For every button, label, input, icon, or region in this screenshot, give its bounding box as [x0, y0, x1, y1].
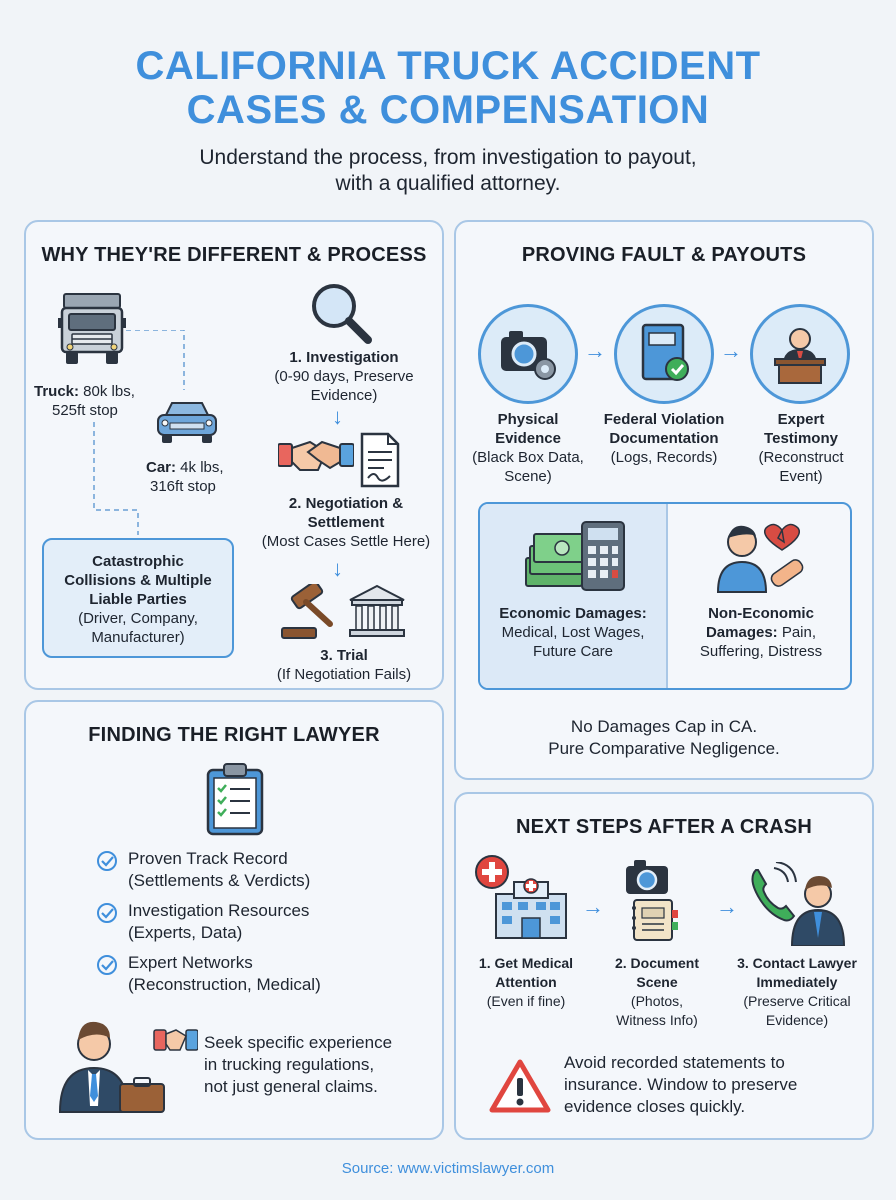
physical-evidence: Physical Evidence (Black Box Data, Scene…	[472, 411, 584, 485]
lawyer-title: FINDING THE RIGHT LAWYER	[88, 724, 380, 746]
why-title: WHY THEY'RE DIFFERENT & PROCESS	[41, 244, 427, 266]
next-step-1: 1. Get Medical Attention (Even if fine)	[478, 955, 574, 1009]
warning-text: Avoid recorded statements to insurance. …	[564, 1053, 798, 1116]
expert-testimony: Expert Testimony (Reconstruct Event)	[758, 411, 844, 485]
step1: 1. Investigation (0-90 days, Preserve Ev…	[274, 349, 414, 404]
non-economic-damages: Non-Economic Damages: Pain, Suffering, D…	[699, 605, 823, 660]
lawyer-briefcase-icon	[58, 1021, 198, 1113]
lawyer-criterion-1: Proven Track Record (Settlements & Verdi…	[96, 848, 310, 892]
page-title-line2: CASES & COMPENSATION	[186, 88, 710, 132]
truck-stat: Truck: 80k lbs,	[34, 383, 135, 400]
step3: 3. Trial (If Negotiation Fails)	[276, 647, 412, 683]
damages-box: Economic Damages: Medical, Lost Wages, F…	[478, 502, 852, 690]
check-circle-icon	[97, 955, 117, 975]
car-stat-line2: 316ft stop	[150, 478, 216, 495]
arrow-down-icon-2: ↓	[332, 556, 343, 581]
car-stat: Car: 4k lbs,	[146, 459, 224, 476]
magnifier-icon	[312, 284, 372, 344]
source-footer: Source: www.victimslawyer.com	[341, 1160, 555, 1177]
check-circle-icon	[97, 851, 117, 871]
arrow-right-icon-4: →	[716, 894, 738, 919]
gavel-icon	[281, 584, 333, 639]
speaker-podium-icon	[750, 304, 850, 404]
car-icon	[157, 402, 217, 443]
lawyer-criterion-2: Investigation Resources (Experts, Data)	[96, 900, 309, 944]
truck-icon	[58, 293, 126, 364]
hospital-icon	[475, 855, 567, 939]
seek-experience-text: Seek specific experience in trucking reg…	[204, 1033, 393, 1096]
check-circle-icon	[97, 903, 117, 923]
camera-notebook-icon	[626, 860, 678, 941]
damages-note: No Damages Cap in CA. Pure Comparative N…	[548, 717, 780, 758]
arrow-right-icon-3: →	[582, 894, 604, 919]
next-steps-title: NEXT STEPS AFTER A CRASH	[516, 816, 812, 838]
federal-violation: Federal Violation Documentation (Logs, R…	[603, 411, 725, 466]
camera-gear-icon	[478, 304, 578, 404]
proving-panel: PROVING FAULT & PAYOUTS → → Physical	[454, 220, 874, 780]
subtitle-line2: with a qualified attorney.	[335, 172, 561, 195]
subtitle-line1: Understand the process, from investigati…	[199, 146, 697, 169]
next-step-3: 3. Contact Lawyer Immediately (Preserve …	[737, 955, 857, 1028]
step2: 2. Negotiation & Settlement (Most Cases …	[261, 495, 431, 550]
phone-lawyer-icon	[751, 862, 846, 946]
arrow-right-icon-2: →	[720, 338, 742, 363]
lawyer-criterion-3: Expert Networks (Reconstruction, Medical…	[96, 952, 321, 996]
why-panel: WHY THEY'RE DIFFERENT & PROCESS Truck: 8…	[24, 220, 444, 690]
document-icon	[360, 432, 400, 488]
notebook-check-icon	[614, 304, 714, 404]
clipboard-checklist-icon	[206, 763, 264, 836]
handshake-icon	[278, 440, 354, 471]
page-title-line1: CALIFORNIA TRUCK ACCIDENT	[135, 44, 761, 88]
money-calculator-icon	[525, 521, 625, 591]
arrow-down-icon: ↓	[332, 404, 343, 429]
economic-damages: Economic Damages: Medical, Lost Wages, F…	[499, 605, 647, 660]
truck-stat-line2: 525ft stop	[52, 402, 118, 419]
proving-title: PROVING FAULT & PAYOUTS	[521, 244, 807, 266]
next-step-2: 2. Document Scene (Photos, Witness Info)	[614, 955, 699, 1028]
courthouse-icon	[349, 584, 405, 637]
broken-heart-person-icon	[716, 523, 804, 593]
dashed-connector	[93, 330, 185, 535]
catastrophic-box: Catastrophic Collisions & Multiple Liabl…	[42, 538, 234, 658]
lawyer-panel: FINDING THE RIGHT LAWYER Proven Track Re…	[24, 700, 444, 1140]
arrow-right-icon: →	[584, 338, 606, 363]
next-steps-panel: NEXT STEPS AFTER A CRASH → → 1. Get Medi…	[454, 792, 874, 1140]
warning-triangle-icon	[489, 1059, 551, 1113]
